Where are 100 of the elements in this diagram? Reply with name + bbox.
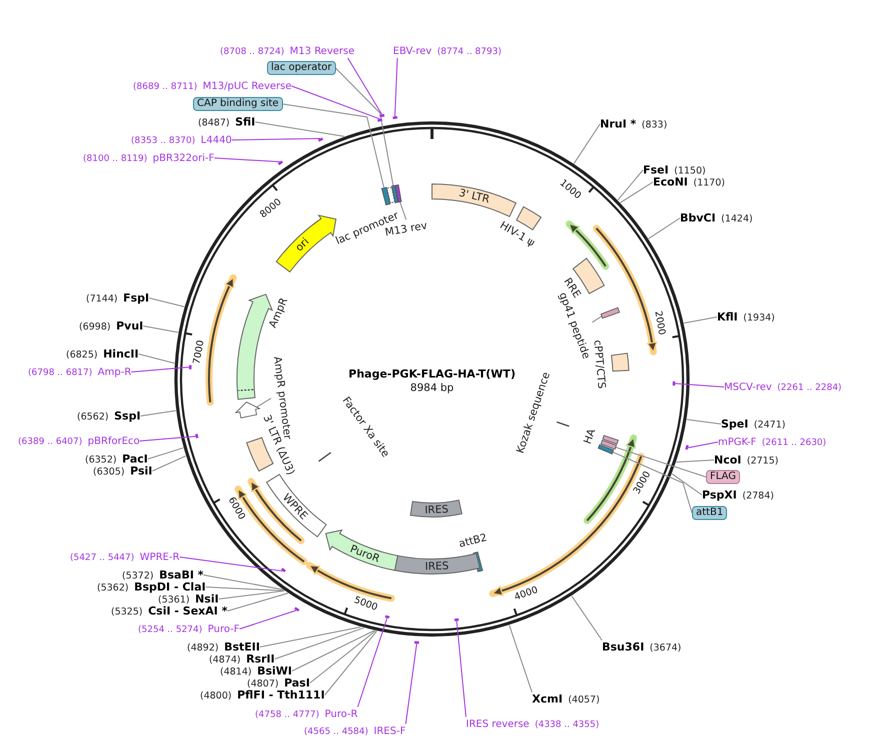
tick-label: 2000	[652, 310, 668, 336]
feature-tag: FLAG	[706, 470, 740, 484]
leader-line	[226, 592, 289, 612]
restriction-site-label: (6305) PsiI	[93, 464, 152, 478]
leader-line	[671, 473, 702, 496]
leader-line	[139, 436, 196, 442]
leader-line	[231, 138, 321, 140]
leader-line	[394, 58, 398, 117]
restriction-site-label: (4814) BsiWI	[220, 664, 292, 678]
leader-line	[615, 446, 706, 478]
restriction-site-label: (5325) CsiI - SexAI *	[111, 604, 228, 618]
leader-line	[399, 201, 407, 220]
leader-line	[254, 122, 345, 137]
primer-mark	[281, 568, 286, 572]
leader-line	[254, 398, 272, 408]
feature-tag: attB1	[692, 506, 728, 520]
leader-line	[130, 366, 190, 372]
leader-line	[573, 124, 600, 164]
leader-line	[147, 447, 184, 460]
primer-label: (8353 .. 8370) L4440	[131, 133, 232, 147]
tick-label: 5000	[352, 594, 380, 614]
leader-line	[508, 624, 532, 693]
map-title: Phage-PGK-FLAG-HA-T(WT)	[348, 368, 516, 380]
restriction-site-label: (6998) PvuI	[79, 319, 144, 333]
leader-line	[148, 298, 185, 308]
leader-line	[152, 455, 186, 472]
feature-mark	[381, 186, 391, 206]
restriction-site-label: (4807) PasI	[247, 676, 310, 690]
leader-line	[357, 618, 388, 708]
restriction-site-label: (5372) BsaBI *	[122, 568, 204, 582]
leader-line	[138, 354, 175, 364]
restriction-site-label: (7144) FspI	[86, 291, 150, 305]
tick-label: 6000	[226, 495, 248, 522]
feature-label: 3' LTR	[458, 186, 491, 206]
feature-mark	[598, 444, 614, 454]
primer-label: (5427 .. 5447) WPRE-R	[70, 550, 180, 564]
primer-mark	[278, 160, 284, 166]
restriction-site-label: (6562) SspI	[77, 409, 141, 423]
feature-label: attB2	[458, 532, 488, 550]
feature-label: HA	[582, 427, 598, 446]
feature-label: cPPT/CTS	[591, 340, 608, 390]
restriction-site-label: (5362) BspDI - ClaI	[97, 580, 206, 594]
primer-label: (6798 .. 6817) Amp-R	[28, 365, 132, 379]
restriction-site-label: (4800) PflFI - Tth111I	[200, 688, 325, 702]
leader-line	[324, 630, 378, 696]
leader-line	[683, 316, 718, 324]
leader-line	[214, 158, 280, 162]
feature-label: IRES	[424, 504, 449, 516]
leader-line	[335, 68, 394, 186]
primer-label: (8100 .. 8119) pBR322ori-F	[83, 151, 214, 165]
primer-mark	[318, 138, 324, 142]
leader-line	[179, 556, 284, 572]
leader-line	[142, 326, 179, 333]
primer-label: IRES reverse (4338 .. 4355)	[466, 717, 600, 731]
restriction-site-label: SpeI (2471)	[721, 417, 786, 431]
primer-mark	[685, 444, 689, 450]
restriction-site-label: XcmI (4057)	[532, 692, 600, 706]
leader-line	[274, 627, 364, 660]
leader-line	[203, 574, 284, 590]
restriction-site-label: FseI (1150)	[643, 163, 706, 177]
leader-line	[282, 104, 384, 188]
tick-label: 7000	[191, 339, 207, 366]
restriction-site-label: NcoI (2715)	[714, 453, 778, 467]
leader-line	[620, 182, 654, 204]
feature-mark	[391, 185, 398, 204]
restriction-site-label: Bsu36I (3674)	[602, 640, 682, 654]
leader-line	[648, 218, 680, 240]
restriction-site-label: (4892) BstEII	[187, 640, 260, 654]
feature-tag: lac operator	[267, 61, 336, 75]
leader-line	[571, 595, 602, 641]
primer-mark	[392, 116, 398, 120]
primer-mark	[380, 114, 385, 118]
feature-label: IRES	[424, 560, 449, 573]
primer-mark	[377, 118, 382, 122]
leader-line	[259, 626, 362, 648]
leader-line	[456, 620, 466, 718]
leader-line	[676, 460, 714, 463]
primer-label: (5254 .. 5274) Puro-F	[138, 622, 240, 636]
feature-mark	[600, 440, 617, 450]
leader-line	[405, 643, 418, 724]
primer-mark	[672, 381, 676, 386]
tick-label: 4000	[512, 584, 540, 604]
primer-mark	[188, 365, 192, 370]
restriction-site-label: (6825) HincII	[66, 347, 139, 361]
primer-label: mPGK-F (2611 .. 2630)	[718, 435, 826, 449]
restriction-site-label: (4874) RsrII	[209, 652, 275, 666]
primer-label: MSCV-rev (2261 .. 2284)	[724, 380, 842, 394]
leader-line	[239, 610, 297, 630]
leader-line	[674, 383, 724, 388]
restriction-site-label: PspXI (2784)	[702, 488, 774, 502]
restriction-site-label: (6352) PacI	[85, 452, 148, 466]
restriction-site-label: KflI (1934)	[717, 310, 775, 324]
leader-line	[347, 58, 382, 115]
primer-label: EBV-rev (8774 .. 8793)	[393, 44, 502, 58]
restriction-site-label: (8487) SfiI	[198, 115, 256, 129]
primer-mark	[454, 618, 459, 622]
leader-line	[218, 590, 286, 600]
leader-line	[205, 586, 286, 592]
primer-mark	[414, 641, 420, 644]
restriction-site-label: NruI * (833)	[600, 117, 668, 131]
